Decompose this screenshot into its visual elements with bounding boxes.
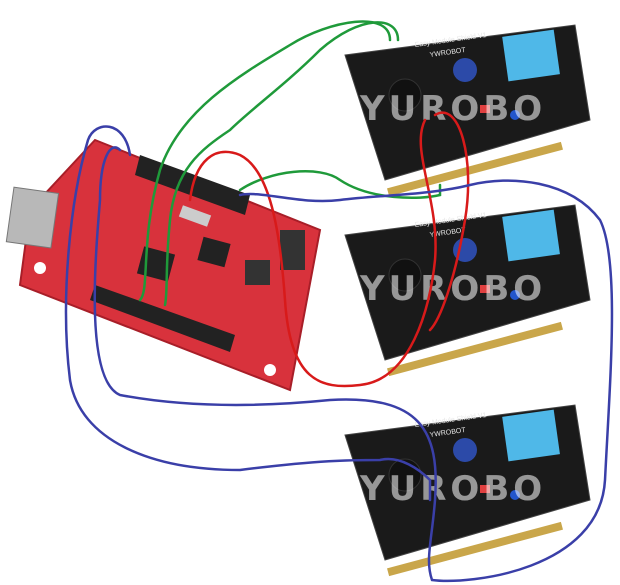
mounting-hole [34, 262, 46, 274]
mounting-hole [264, 364, 276, 376]
led-blue [510, 290, 520, 300]
wire-blue [64, 125, 432, 502]
header-bottom [90, 285, 235, 352]
wire-blue [93, 146, 614, 583]
header-icsp [245, 260, 270, 285]
chip [197, 236, 231, 268]
led-red [480, 285, 490, 293]
potentiometer [453, 438, 477, 462]
watermark: YUROBO [359, 469, 546, 509]
pin-header [387, 141, 563, 197]
main-controller-board [5, 138, 322, 392]
wire-green [138, 20, 392, 302]
led-blue [510, 110, 520, 120]
wire-green [238, 170, 442, 199]
buzzer [388, 78, 422, 112]
wire-green [163, 21, 400, 307]
watermark: YUROBO [359, 89, 546, 129]
led-blue [510, 490, 520, 500]
header-side [280, 230, 305, 270]
watermark: YUROBO [359, 269, 546, 309]
humidity-sensor [502, 29, 560, 82]
ethernet-jack [5, 186, 60, 249]
buzzer [388, 258, 422, 292]
wire-red [428, 111, 470, 332]
crystal [178, 205, 212, 227]
wire-red [188, 118, 437, 388]
pin-header [387, 521, 563, 577]
humidity-sensor [502, 209, 560, 262]
potentiometer [453, 58, 477, 82]
led-red [480, 105, 490, 113]
led-red [480, 485, 490, 493]
humidity-sensor [502, 409, 560, 462]
pin-header [387, 321, 563, 377]
